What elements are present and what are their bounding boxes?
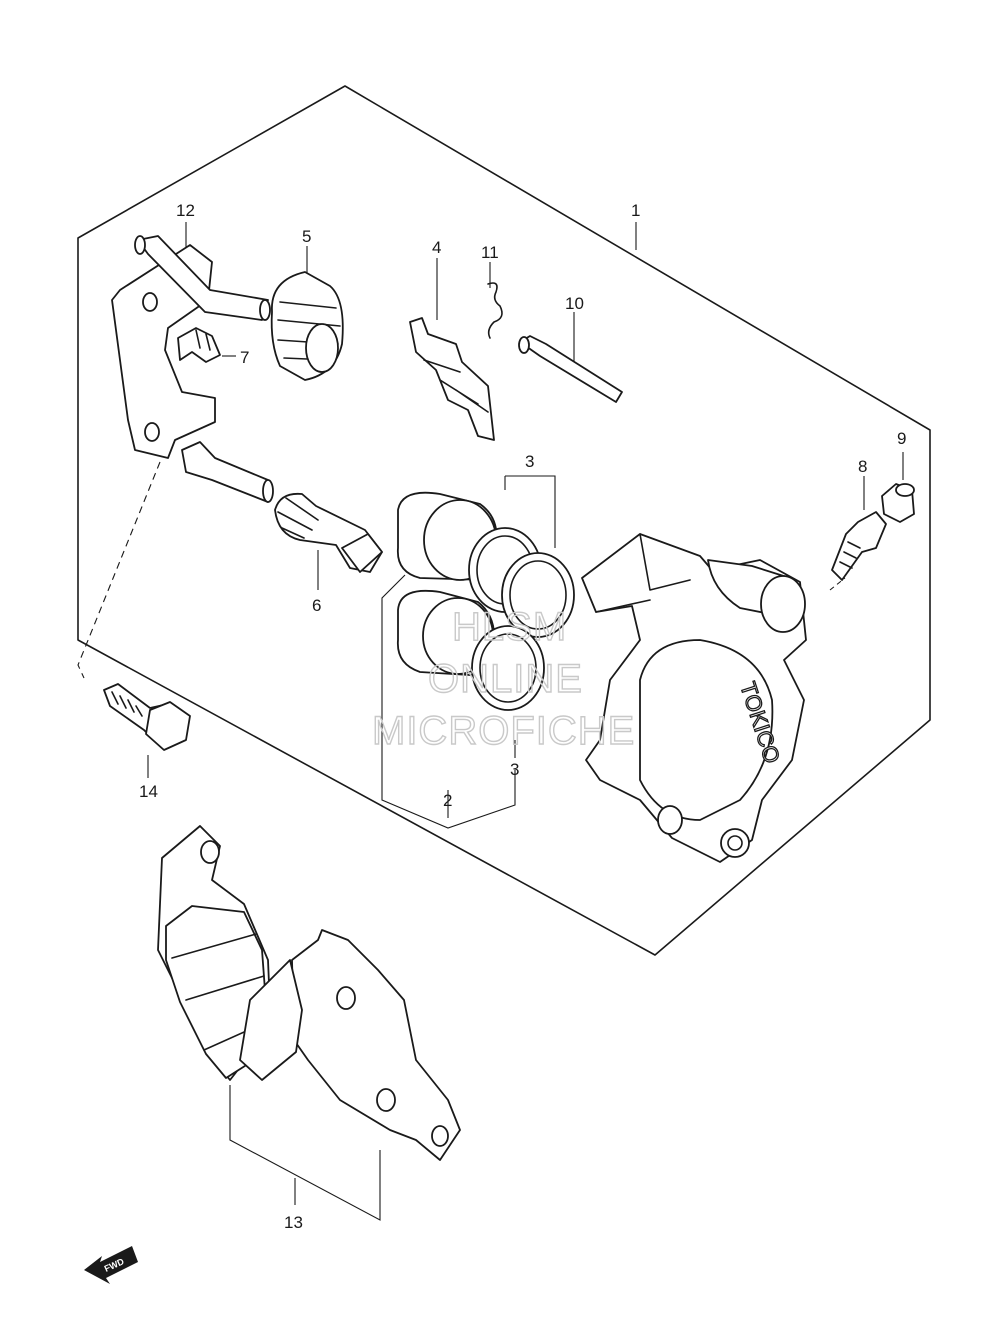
bracket-spring-clip: [177, 327, 221, 363]
pad-pin: [518, 335, 623, 403]
brake-pad-set: [157, 825, 461, 1161]
watermark-line-3: MICROFICHE: [372, 709, 635, 753]
callout-9: 9: [897, 429, 906, 448]
callout-6: 6: [312, 596, 321, 615]
callout-14: 14: [139, 782, 158, 801]
callout-3-upper: 3: [525, 452, 534, 471]
watermark-line-1: HLSM: [452, 605, 567, 649]
pin-boot: [270, 271, 344, 381]
callout-2: 2: [443, 791, 452, 810]
callout-5: 5: [302, 227, 311, 246]
callout-11: 11: [481, 243, 499, 262]
sleeve-pin: [274, 492, 383, 573]
caliper-body: TOKICO: [581, 533, 807, 863]
bleeder-cap: [881, 483, 915, 523]
callout-10: 10: [565, 294, 584, 313]
pin-clip: [487, 282, 503, 339]
pad-spring: [409, 317, 495, 441]
callout-1: 1: [631, 201, 640, 220]
caliper-bracket: [111, 235, 274, 503]
piston-seals: [468, 527, 575, 711]
watermark-line-2: ONLINE: [428, 657, 583, 701]
mounting-bolt: [103, 683, 191, 751]
callout-8: 8: [858, 457, 867, 476]
bleeder-screw: [831, 511, 887, 581]
watermark: HLSM ONLINE MICROFICHE: [371, 604, 635, 753]
leader-lines: [77, 222, 904, 1221]
assembly-boundary: [77, 85, 931, 956]
forward-direction-badge: FWD: [84, 1246, 138, 1284]
callout-12: 12: [176, 201, 195, 220]
callout-7: 7: [240, 348, 249, 367]
callout-3-lower: 3: [510, 760, 519, 779]
callout-labels: 1 12 5 4 11 10 7 9 8 3 6 3 14 2 13: [139, 201, 906, 1232]
callout-4: 4: [432, 238, 441, 257]
callout-13: 13: [284, 1213, 303, 1232]
